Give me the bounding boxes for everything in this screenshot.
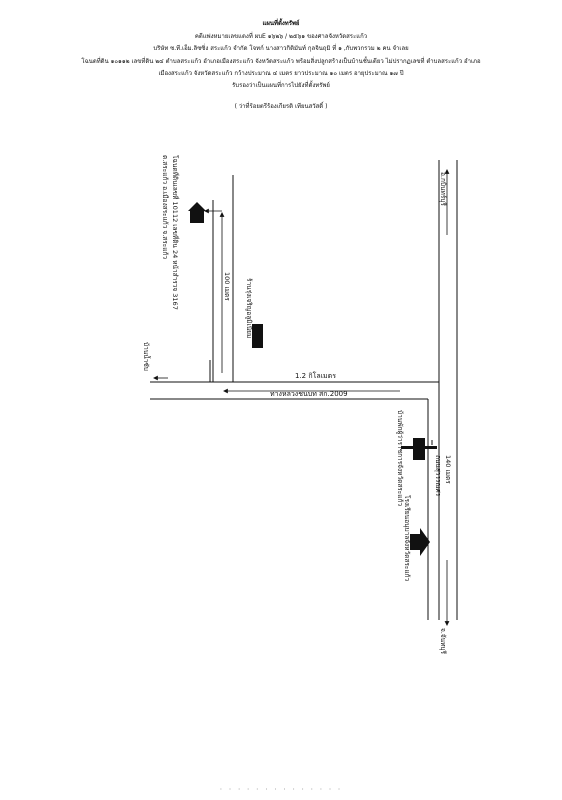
size-line: เมืองสระแก้ว จังหวัดสระแก้ว กว้างประมาณ … — [158, 70, 404, 77]
school-label: โรงเรียนอนุบาลจังหวัดสระแก้ว — [403, 495, 411, 581]
transport-road-label: ถนนสุวรรณศร — [434, 455, 442, 497]
property-label-1: โฉนดที่ดินเลขที่ 10112 เลขที่ดิน 24 หน้า… — [171, 155, 180, 310]
document-title: แผนที่ตั้งทรัพย์ — [262, 20, 300, 27]
to-prachinburi-label: อ.กบินทร์บุรี — [439, 172, 447, 206]
distance-140-label: 140 เมตร — [444, 455, 452, 484]
case-number-line: คดีแพ่งหมายเลขแดงที่ ผบE ๑๖๒๖ / ๒๕๖๑ ของ… — [194, 33, 368, 40]
office-building-icon — [401, 438, 437, 460]
village-label: บ้านน้ำซับ — [142, 342, 151, 371]
house-icon — [188, 202, 206, 223]
school-icon — [410, 528, 430, 556]
shop-label: ร้านรุ่งเจริญอลูมิเนียม — [245, 278, 253, 338]
deed-line: โฉนดที่ดิน ๑๐๑๑๒ เลขที่ดิน ๒๔ ตำบลสระแก้… — [81, 58, 481, 65]
footer-dots: · · · · · · · · · · · · · · — [219, 785, 343, 794]
governor-house-label: บ้านพักผู้ว่าราชการจังหวัดสระแก้ว — [396, 410, 404, 506]
highway-label: ทางหลวงชนบท สก.2009 — [270, 390, 348, 398]
property-label-2: ต.สระแก้ว อ.เมืองสระแก้ว จ.สระแก้ว — [161, 155, 169, 259]
distance-1-2-label: 1.2 กิโลเมตร — [295, 371, 336, 380]
to-chanthaburi-label: จ.จันทบุรี — [439, 628, 447, 655]
parties-line: บริษัท ซ.ที.เอ็ม.ลิซซิ่ง สระแก้ว จำกัด โ… — [153, 45, 409, 52]
distance-100-label: 100 เมตร — [223, 272, 231, 301]
certify-line: รับรองว่าเป็นแผนที่การไปยังที่ตั้งทรัพย์ — [232, 82, 330, 89]
shop-building — [252, 324, 263, 348]
signer-line: ( ว่าที่ร้อยตรีร้องเกียรติ เทียนสวัสดิ์ … — [234, 103, 328, 110]
